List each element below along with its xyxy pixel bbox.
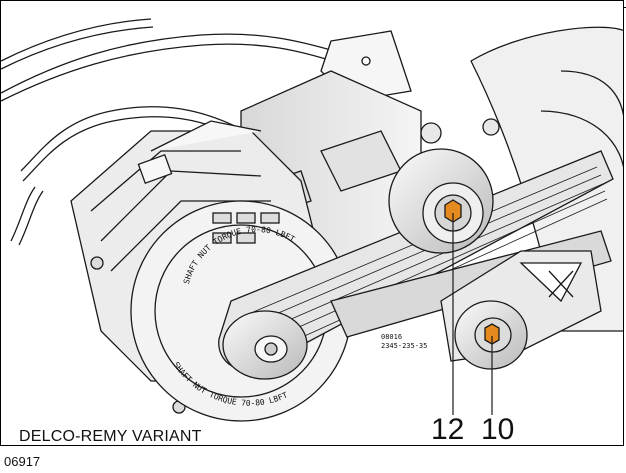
tensioner-tag-line2: 2345-235-35: [381, 342, 427, 350]
callout-leaders: [452, 213, 493, 415]
tensioner-tag-line1: 08016: [381, 333, 402, 341]
wiring-harness: [1, 18, 342, 246]
callout-10: 10: [481, 413, 515, 446]
alternator-belt-illustration: SHAFT NUT TORQUE 70-80 LBFT SHAFT NUT TO…: [1, 18, 623, 422]
variant-caption: DELCO-REMY VARIANT: [19, 428, 202, 445]
alternator-pulley: [222, 310, 308, 380]
upper-idler-bolt: [444, 199, 462, 223]
tensioner-bolt: [484, 323, 500, 345]
upper-idler-pulley: [388, 148, 494, 254]
callout-12: 12: [431, 413, 465, 446]
figure-number: 06917: [4, 454, 41, 469]
diagram-frame: SHAFT NUT TORQUE 70-80 LBFT SHAFT NUT TO…: [0, 0, 624, 446]
tensioner-assembly: [440, 250, 602, 370]
